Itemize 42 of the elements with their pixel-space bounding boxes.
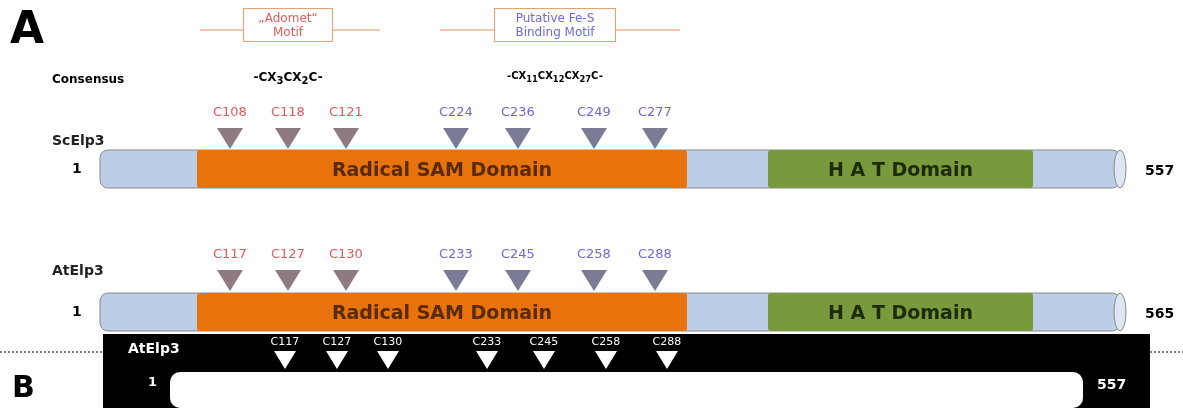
residue-label: C121 (329, 104, 363, 119)
residue-label: C117 (270, 335, 300, 348)
protein-bar (170, 372, 1083, 408)
start-position: 1 (148, 374, 158, 389)
residue-label: C233 (472, 335, 502, 348)
residue-label: C233 (439, 246, 473, 261)
residue-label: C127 (271, 246, 305, 261)
residue-label: C258 (577, 246, 611, 261)
row-label: Consensus (52, 72, 125, 86)
domain-bar: Radical SAM Domain (197, 293, 687, 331)
domain-bar: H A T Domain (768, 293, 1033, 331)
protein-name: AtElp3 (128, 340, 180, 356)
end-position: 557 (1145, 162, 1175, 178)
panel-letter: B (12, 370, 35, 404)
residue-label: C288 (638, 246, 672, 261)
motif-box: Putative Fe-S Binding Motif (494, 8, 616, 42)
motif-box: „Adomet“ Motif (243, 8, 333, 42)
residue-label: C224 (439, 104, 473, 119)
residue-label: C277 (638, 104, 672, 119)
start-position: 1 (72, 160, 82, 176)
consensus-sequence: -CX$_{11}$CX$_{12}$CX$_{27}$C- (507, 70, 603, 84)
residue-label: C130 (373, 335, 403, 348)
residue-label: C127 (322, 335, 352, 348)
start-position: 1 (72, 303, 82, 319)
protein-name: ScElp3 (52, 132, 105, 148)
domain-bar: Radical SAM Domain (197, 150, 687, 188)
residue-label: C108 (213, 104, 247, 119)
panel-letter: A (10, 2, 45, 53)
residue-label: C236 (501, 104, 535, 119)
residue-label: C118 (271, 104, 305, 119)
consensus-sequence: -CX$_{3}$CX$_{2}$C- (253, 70, 323, 87)
residue-label: C245 (501, 246, 535, 261)
protein-name: AtElp3 (52, 262, 104, 278)
residue-label: C249 (577, 104, 611, 119)
residue-label: C117 (213, 246, 247, 261)
residue-label: C288 (652, 335, 682, 348)
residue-label: C130 (329, 246, 363, 261)
end-position: 565 (1145, 305, 1175, 321)
end-position: 557 (1097, 376, 1127, 392)
domain-bar: H A T Domain (768, 150, 1033, 188)
residue-label: C258 (591, 335, 621, 348)
residue-label: C245 (529, 335, 559, 348)
